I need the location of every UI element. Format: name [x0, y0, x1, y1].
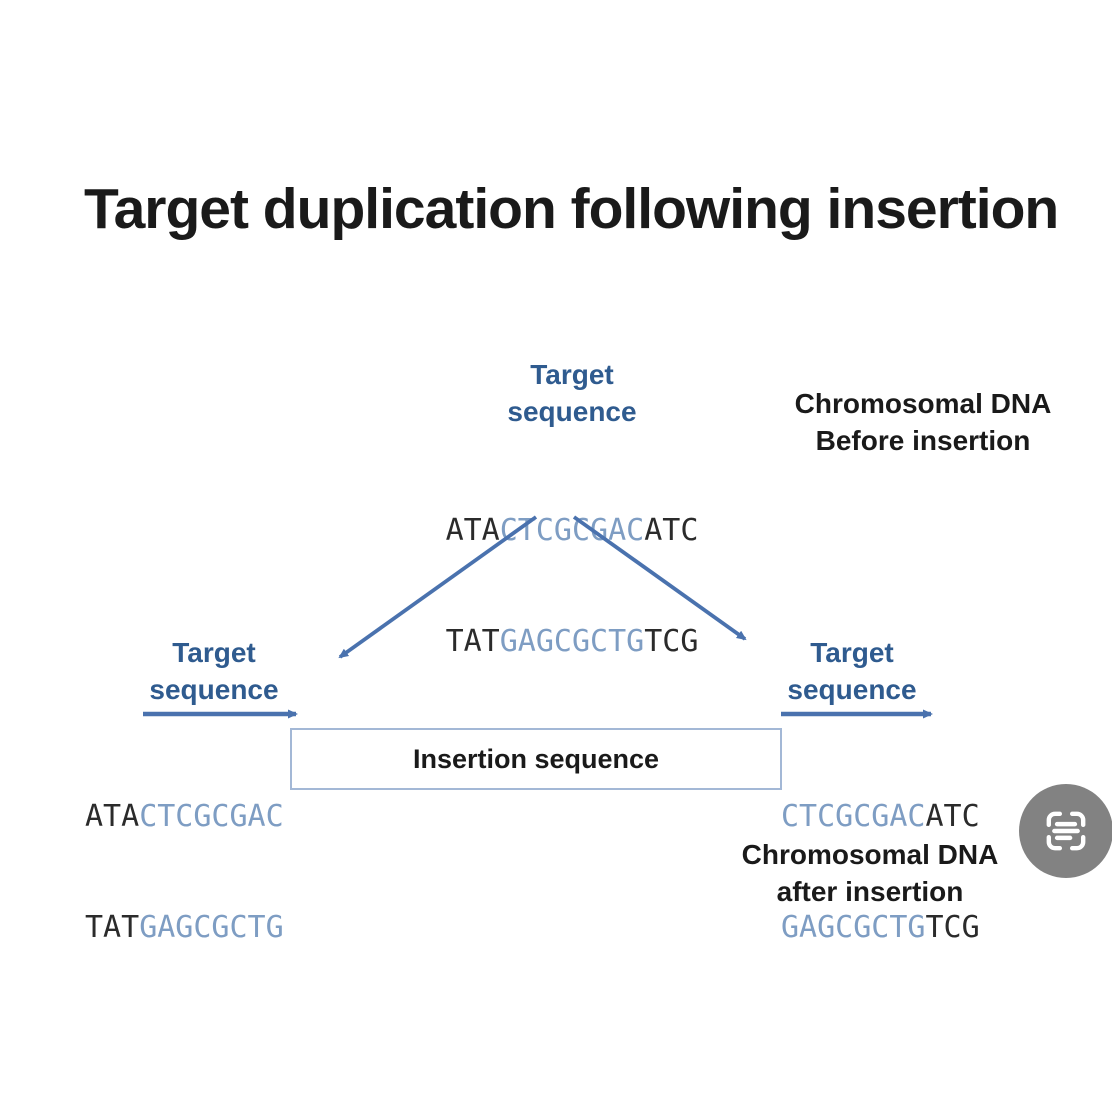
dna-seq-segment: TCG	[644, 624, 699, 659]
chromosomal-dna-before-line2: Before insertion	[815, 425, 1031, 456]
dna-seq-segment: ATA	[445, 513, 500, 548]
target-sequence-label-right-line2: sequence	[787, 674, 917, 705]
dna-strand-bottom: TATGAGCGCTG	[85, 909, 284, 946]
dna-seq-segment: GAGCGCTG	[139, 910, 284, 945]
dna-seq-segment: ATC	[644, 513, 699, 548]
dna-seq-segment: CTCGCGAC	[139, 799, 284, 834]
dna-strand-top: ATACTCGCGAC	[85, 798, 284, 835]
dna-seq-segment: ATC	[925, 799, 980, 834]
dna-strand-top: ATACTCGCGACATC	[422, 512, 722, 549]
target-sequence-label-left-line2: sequence	[149, 674, 279, 705]
chromosomal-dna-before-note: Chromosomal DNA Before insertion	[773, 385, 1073, 459]
dna-strand-bottom: GAGCGCTGTCG	[781, 909, 980, 946]
insertion-sequence-box: Insertion sequence	[290, 728, 782, 790]
dna-seq-segment: TAT	[85, 910, 140, 945]
target-sequence-label-left: Target sequence	[114, 634, 314, 708]
target-sequence-label-right: Target sequence	[752, 634, 952, 708]
target-sequence-label-top-line1: Target	[530, 359, 614, 390]
dna-seq-segment: GAGCGCTG	[499, 624, 645, 659]
target-sequence-label-top-line2: sequence	[507, 396, 637, 427]
target-sequence-label-left-line1: Target	[172, 637, 256, 668]
dna-seq-segment: CTCGCGAC	[499, 513, 645, 548]
dna-seq-segment: CTCGCGAC	[781, 799, 926, 834]
dna-duplex-after-left: ATACTCGCGAC TATGAGCGCTG	[85, 724, 284, 983]
target-sequence-label-top: Target sequence	[472, 356, 672, 430]
dna-seq-segment: GAGCGCTG	[781, 910, 926, 945]
target-sequence-label-right-line1: Target	[810, 637, 894, 668]
dna-seq-segment: ATA	[85, 799, 140, 834]
chromosomal-dna-after-line1: Chromosomal DNA	[741, 839, 999, 870]
dna-duplex-before: ATACTCGCGACATC TATGAGCGCTGTCG	[422, 438, 722, 697]
dna-strand-bottom: TATGAGCGCTGTCG	[422, 623, 722, 660]
page-title: Target duplication following insertion	[84, 177, 1059, 241]
dna-seq-segment: TCG	[925, 910, 980, 945]
dna-strand-top: CTCGCGACATC	[781, 798, 980, 835]
scan-text-button[interactable]	[1019, 784, 1112, 878]
dna-duplex-after-right: CTCGCGACATC GAGCGCTGTCG	[781, 724, 980, 983]
chromosomal-dna-after-line2: after insertion	[776, 876, 964, 907]
scan-text-icon	[1046, 811, 1086, 851]
chromosomal-dna-before-line1: Chromosomal DNA	[794, 388, 1052, 419]
insertion-sequence-label: Insertion sequence	[412, 743, 660, 774]
dna-seq-segment: TAT	[445, 624, 500, 659]
chromosomal-dna-after-note: Chromosomal DNA after insertion	[720, 836, 1020, 910]
